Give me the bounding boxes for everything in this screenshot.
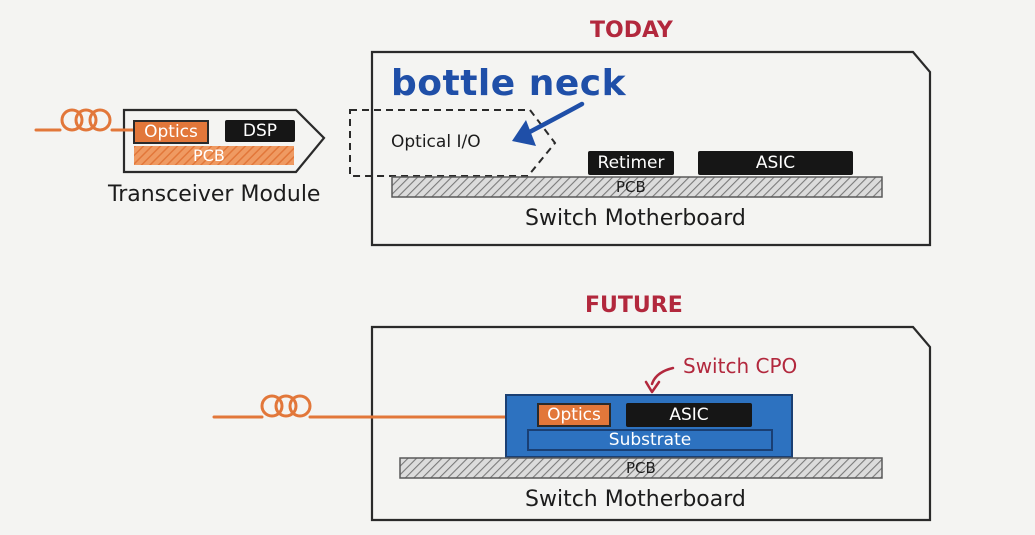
optical-io-dashed-outline (349, 109, 557, 177)
bottleneck-arrow-shaft (519, 101, 585, 139)
future-asic-chip: ASIC (626, 403, 752, 427)
transceiver-module-outline (122, 108, 326, 174)
transceiver-pcb-label: PCB (193, 146, 225, 165)
future-optics-chip: Optics (537, 403, 611, 427)
switch-cpo-arrowhead (644, 380, 661, 394)
switch-cpo-label: Switch CPO (683, 354, 798, 378)
future-fiber-loop-3 (288, 394, 312, 418)
transceiver-module-caption: Transceiver Module (108, 182, 321, 207)
today-switch-motherboard-caption: Switch Motherboard (525, 206, 746, 231)
future-heading: FUTURE (585, 293, 683, 318)
substrate-chip: Substrate (527, 429, 773, 451)
switch-cpo-arrow-shaft (650, 366, 675, 386)
future-switch-motherboard-caption: Switch Motherboard (525, 487, 746, 512)
optical-io-label: Optical I/O (391, 132, 481, 152)
today-asic-chip: ASIC (698, 151, 853, 175)
bottleneck-arrowhead (512, 120, 536, 146)
today-motherboard-pcb-bar (391, 176, 883, 198)
future-chassis-outline (370, 325, 932, 522)
retimer-chip: Retimer (588, 151, 674, 175)
transceiver-pcb-bar (134, 146, 294, 165)
future-motherboard-pcb-bar (399, 457, 883, 479)
future-pcb-label: PCB (626, 459, 656, 477)
today-heading: TODAY (590, 18, 673, 43)
future-fiber-loop-2 (274, 394, 298, 418)
fiber-loop-2 (74, 108, 98, 132)
today-pcb-label: PCB (616, 178, 646, 196)
fiber-loop-1 (60, 108, 84, 132)
transceiver-dsp-chip: DSP (225, 120, 295, 142)
fiber-loop-3 (88, 108, 112, 132)
future-fiber-loop-1 (260, 394, 284, 418)
bottleneck-label: bottle neck (391, 63, 627, 104)
today-chassis-outline (370, 50, 932, 247)
transceiver-optics-chip: Optics (133, 120, 209, 144)
